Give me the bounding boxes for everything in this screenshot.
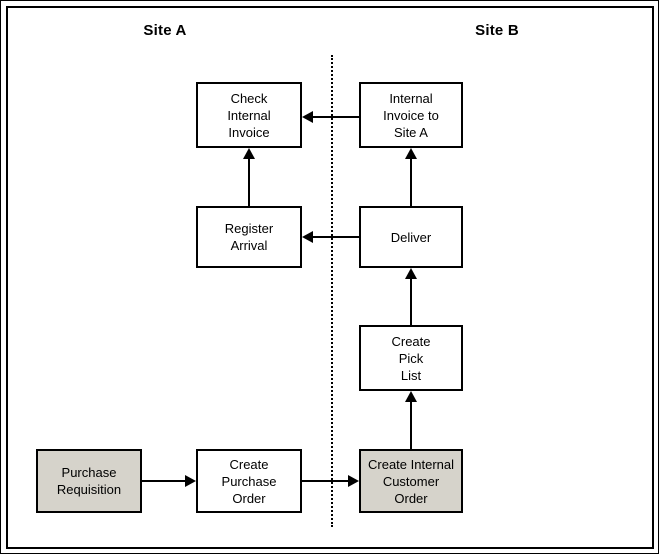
- swimlane-label-site-b: Site B: [475, 22, 519, 39]
- edge-purchase-requisition-to-create-purchase-order: [142, 480, 185, 482]
- edge-arrowhead-e4: [405, 268, 417, 279]
- edge-arrowhead-e3: [405, 391, 417, 402]
- node-label-deliver: Deliver: [390, 229, 432, 245]
- edge-create-pick-list-to-deliver: [410, 279, 412, 325]
- edge-create-purchase-order-to-create-internal-customer-order: [302, 480, 348, 482]
- edge-arrowhead-e8: [302, 111, 313, 123]
- node-deliver[interactable]: Deliver: [359, 206, 463, 268]
- diagram-frame-inner: [6, 6, 654, 549]
- edge-arrowhead-e1: [185, 475, 196, 487]
- edge-deliver-to-internal-invoice-to-site-a: [410, 159, 412, 206]
- edge-register-arrival-to-check-internal-invoice: [248, 159, 250, 206]
- edge-deliver-to-register-arrival: [313, 236, 359, 238]
- edge-internal-invoice-to-check-internal-invoice: [313, 116, 359, 118]
- edge-arrowhead-e7: [243, 148, 255, 159]
- edge-arrowhead-e2: [348, 475, 359, 487]
- swimlane-label-site-a: Site A: [143, 22, 187, 39]
- edge-arrowhead-e5: [302, 231, 313, 243]
- swimlane-divider: [331, 55, 333, 527]
- edge-create-internal-customer-order-to-create-pick-list: [410, 402, 412, 449]
- edge-arrowhead-e6: [405, 148, 417, 159]
